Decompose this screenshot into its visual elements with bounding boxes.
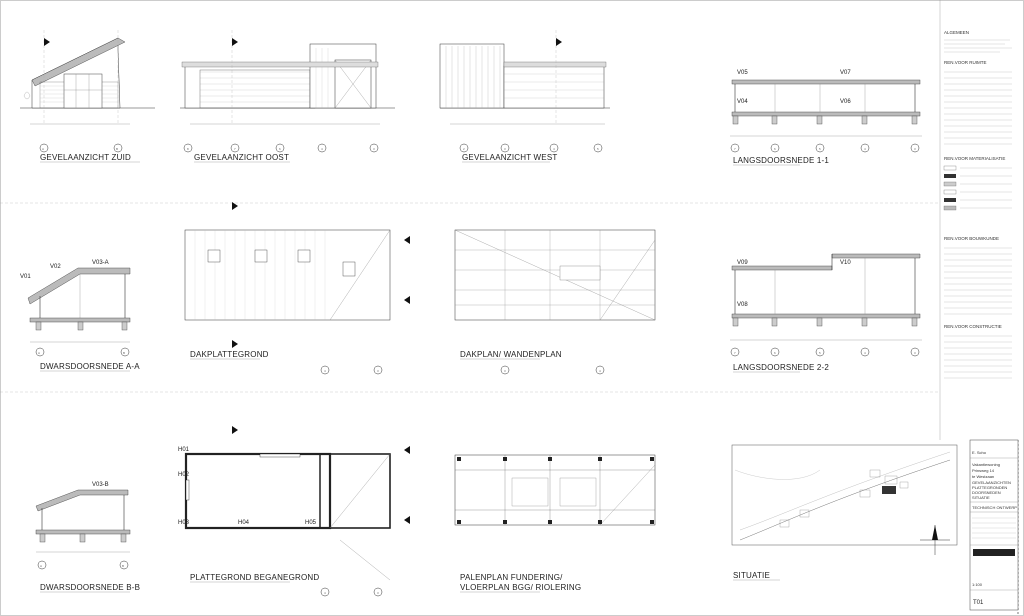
- detail-tag: V10: [840, 260, 851, 266]
- view-langs-2: V09 V10 V08 7 6 5 4 3 LANGSDOORSNEDE 2-2: [730, 253, 922, 373]
- project-line: Vakantiewoning: [972, 462, 1000, 467]
- axis-label: 3: [504, 369, 506, 373]
- detail-tag: V02: [50, 264, 61, 270]
- legend-heading: REN.VOOR MATERIALISATIE: [944, 156, 1005, 161]
- detail-tag: V09: [737, 260, 748, 266]
- detail-tag: H02: [178, 472, 190, 478]
- axis-label: 4: [864, 351, 866, 355]
- detail-tag: V08: [737, 302, 748, 308]
- project-line: te Westzaan: [972, 474, 994, 479]
- axis-label: 3: [504, 147, 506, 151]
- detail-tag: H03: [178, 520, 190, 526]
- view-dakplan: DAKPLAN/ WANDENPLAN 3 4: [454, 229, 656, 375]
- view-title: SITUATIE: [733, 571, 770, 580]
- studio-logo: [973, 549, 1015, 556]
- axis-label: A: [40, 564, 42, 568]
- legend-column: ALGEMEEN REN.VOOR RUIMTE REN.VOOR MATERI…: [943, 30, 1012, 379]
- view-gevel-zuid: A B GEVELAANZICHT ZUID: [20, 30, 155, 163]
- axis-label: 4: [321, 147, 323, 151]
- axis-label: B: [123, 351, 125, 355]
- axis-label: 5: [597, 147, 599, 151]
- axis-label: 3: [377, 369, 379, 373]
- axis-label: 5: [819, 147, 821, 151]
- axis-label: 7: [734, 147, 736, 151]
- view-title: DWARSDOORSNEDE A-A: [40, 362, 140, 371]
- view-langs-1: V05 V07 V04 V06 7 6 5 4 3 LANGSDOORSNEDE…: [730, 70, 922, 166]
- axis-label: 3: [914, 147, 916, 151]
- detail-tag: V04: [737, 99, 748, 105]
- view-title: VLOERPLAN BGG/ RIOLERING: [460, 583, 581, 592]
- axis-label: 6: [279, 147, 281, 151]
- detail-tag: H01: [178, 447, 190, 453]
- axis-label: 3: [377, 591, 379, 595]
- drawing-line: GEVELAANZICHTEN: [972, 480, 1011, 485]
- axis-label: 5: [819, 351, 821, 355]
- view-dakplattegrond: 4 3 DAKPLATTEGROND: [184, 202, 410, 375]
- view-plattegrond: H01 H02 H03 H04 H05 4 3 PLATTEGROND BEGA…: [178, 426, 410, 597]
- view-title: PALENPLAN FUNDERING/: [460, 573, 563, 582]
- detail-tag: V05: [737, 70, 748, 76]
- view-dwars-b: V03-B A B DWARSDOORSNEDE B-B: [35, 482, 140, 593]
- axis-label: 7: [234, 147, 236, 151]
- view-gevel-west: 2 3 4 5 GEVELAANZICHT WEST: [439, 30, 610, 163]
- client-name: E. Scho: [972, 450, 987, 455]
- legend-heading: REN.VOOR CONSTRUCTIE: [944, 324, 1002, 329]
- view-title: DWARSDOORSNEDE B-B: [40, 583, 140, 592]
- view-title: GEVELAANZICHT WEST: [462, 153, 557, 162]
- detail-tag: V06: [840, 99, 851, 105]
- view-title: PLATTEGROND BEGANEGROND: [190, 573, 319, 582]
- view-gevel-oost: 8 7 6 4 3 GEVELAANZICHT OOST: [180, 30, 395, 163]
- legend-heading: ALGEMEEN: [944, 30, 969, 35]
- detail-tag: V03-A: [92, 260, 109, 266]
- view-title: DAKPLATTEGROND: [190, 350, 269, 359]
- title-block: E. Scho Vakantiewoning Prinsweg 14 te We…: [969, 439, 1019, 611]
- axis-label: 3: [914, 351, 916, 355]
- sheet-number: T01: [973, 600, 984, 606]
- view-title: GEVELAANZICHT ZUID: [40, 153, 131, 162]
- detail-tag: V01: [20, 274, 31, 280]
- phase-label: TECHNISCH ONTWERP: [972, 505, 1017, 510]
- drawing-line: DOORSNEDEN: [972, 490, 1001, 495]
- axis-label: 4: [553, 147, 555, 151]
- drawing-line: PLATTEGRONDEN: [972, 485, 1007, 490]
- view-title: LANGSDOORSNEDE 2-2: [733, 363, 829, 372]
- axis-label: 4: [324, 369, 326, 373]
- axis-label: 2: [463, 147, 465, 151]
- axis-label: 4: [864, 147, 866, 151]
- legend-heading: REN.VOOR RUIMTE: [944, 60, 987, 65]
- detail-tag: H04: [238, 520, 250, 526]
- axis-label: A: [42, 147, 44, 151]
- axis-label: B: [116, 147, 118, 151]
- view-dwars-a: V01 V02 V03-A A B DWARSDOORSNEDE A-A: [20, 260, 140, 372]
- axis-label: 6: [774, 147, 776, 151]
- project-line: Prinsweg 14: [972, 468, 995, 473]
- detail-tag: H05: [305, 520, 317, 526]
- detail-tag: V03-B: [92, 482, 109, 488]
- axis-label: 4: [324, 591, 326, 595]
- axis-label: 3: [373, 147, 375, 151]
- view-palenplan: PALENPLAN FUNDERING/ VLOERPLAN BGG/ RIOL…: [454, 454, 656, 593]
- axis-label: 8: [187, 147, 189, 151]
- axis-label: 7: [734, 351, 736, 355]
- view-title: LANGSDOORSNEDE 1-1: [733, 156, 829, 165]
- view-situatie: SITUATIE: [731, 444, 958, 581]
- axis-label: 6: [774, 351, 776, 355]
- axis-label: 4: [599, 369, 601, 373]
- legend-heading: REN.VOOR BOUWKUNDE: [944, 236, 999, 241]
- axis-label: A: [38, 351, 40, 355]
- detail-tag: V07: [840, 70, 851, 76]
- scale-label: 1:100: [972, 582, 983, 587]
- view-title: DAKPLAN/ WANDENPLAN: [460, 350, 562, 359]
- drawing-line: SITUATIE: [972, 495, 990, 500]
- axis-label: B: [122, 564, 124, 568]
- view-title: GEVELAANZICHT OOST: [194, 153, 289, 162]
